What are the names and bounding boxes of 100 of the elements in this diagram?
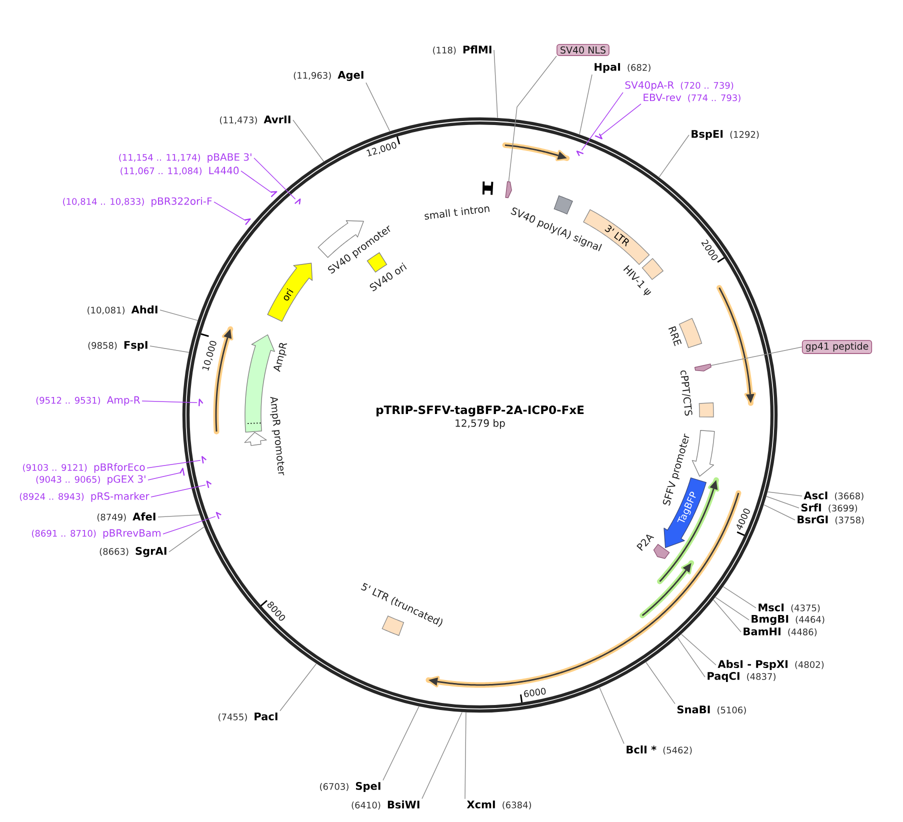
primer-label: (11,154 .. 11,174) pBABE 3' (119, 153, 252, 163)
tick-label: 10,000 (202, 340, 216, 371)
leader-line (766, 496, 800, 508)
enzyme-site-label: PaqCI (4837) (708, 672, 776, 682)
tick-label: 12,000 (366, 142, 396, 156)
leader-line (150, 346, 190, 353)
enzyme-site-label: BspEI (1292) (692, 130, 759, 140)
leader-line (160, 310, 198, 321)
enzyme-site-label: (8749) AfeI (97, 512, 156, 522)
primer-label: (10,814 .. 10,833) pBR322ori-F (63, 197, 212, 207)
enzyme-site-label: (118) PflMI (433, 45, 492, 55)
feature-block (653, 544, 670, 559)
leader-line (508, 56, 557, 182)
leader-line (148, 472, 182, 480)
enzyme-site-label: SrfI (3699) (801, 503, 858, 513)
primer-mark (244, 218, 251, 226)
feature-label: cPPT/CTS (680, 370, 692, 416)
plasmid-size: 12,579 bp (456, 419, 505, 429)
leader-line (162, 516, 216, 534)
leader-line (464, 712, 466, 800)
leader-line (646, 662, 676, 704)
leader-line (600, 104, 642, 136)
intron-symbol (482, 182, 494, 195)
leader-line (579, 74, 592, 135)
tick-label: 4000 (736, 508, 750, 530)
enzyme-site-label: HpaI (682) (594, 63, 650, 73)
leader-line (292, 120, 324, 162)
leader-line (280, 663, 317, 712)
leader-line (710, 346, 802, 366)
leader-line (677, 637, 706, 678)
enzyme-site-label: (10,081) AhdI (88, 305, 158, 315)
leader-line (767, 492, 802, 496)
leader-line (254, 158, 296, 200)
leader-line (142, 400, 198, 404)
primer-label: SV40pA-R (720 .. 739) (625, 81, 734, 91)
enzyme-site-label: (7455) PacI (218, 712, 278, 722)
enzyme-site-label: BamHI (4486) (744, 628, 817, 636)
primer-mark (202, 456, 207, 464)
primer-label: (8691 .. 8710) pBRrevBam (32, 529, 160, 539)
enzyme-site-label: MscI (4375) (758, 604, 820, 612)
primer-label: (9043 .. 9065) pGEX 3' (36, 475, 146, 485)
leader-line (658, 134, 690, 178)
leader-line (599, 687, 624, 744)
feature-block (505, 181, 512, 198)
feature-block: ori (267, 262, 313, 322)
primer-mark (206, 480, 212, 488)
enzyme-site-label: (11,963) AgeI (294, 71, 364, 81)
leader-line (366, 82, 390, 132)
enzyme-site-label: (9858) FspI (88, 341, 148, 351)
feature-box (554, 195, 573, 214)
primer-label: (8924 .. 8943) pRS-marker (20, 492, 150, 502)
enzyme-site-label: (11,473) AvrII (220, 116, 290, 124)
enzyme-site-label: XcmI (6384) (466, 800, 532, 810)
feature-label: AmpR (274, 343, 288, 372)
leader-line (722, 586, 756, 608)
leader-line (382, 706, 420, 781)
primer-mark (216, 512, 222, 520)
plasmid-name: pTRIP-SFFV-tagBFP-2A-ICP0-FxE (376, 405, 584, 416)
tick-label: 6000 (524, 688, 546, 698)
primer-mark (270, 191, 278, 198)
leader-line (764, 504, 796, 520)
enzyme-site-label: BclI * (5462) (626, 745, 692, 755)
feature-label: AmpR promoter (270, 396, 284, 476)
primer-label: (11,067 .. 11,084) L4440 (120, 166, 239, 176)
feature-tag: gp41 peptide (802, 340, 872, 354)
primer-mark (294, 198, 301, 204)
feature-block (244, 432, 267, 446)
feature-tag: SV40 NLS (556, 44, 610, 56)
feature-block (692, 430, 715, 477)
feature-label: small t intron (424, 206, 490, 220)
leader-line (581, 92, 624, 151)
feature-label: P2A (636, 534, 654, 551)
primer-label: (9512 .. 9531) Amp-R (36, 396, 140, 406)
leader-line (168, 526, 204, 552)
leader-line (715, 596, 750, 620)
leader-line (146, 460, 201, 468)
leader-line (713, 600, 742, 632)
primer-mark (198, 398, 204, 406)
feature-box (698, 402, 714, 418)
feature-block (694, 364, 712, 372)
primer-mark (576, 150, 584, 156)
primer-mark (594, 134, 602, 140)
leader-line (681, 634, 716, 666)
enzyme-site-label: AscI (3668) (804, 492, 864, 500)
enzyme-site-label: (8663) SgrAI (100, 546, 166, 557)
leader-line (158, 514, 200, 518)
primer-mark (180, 468, 185, 476)
enzyme-site-label: BmgBI (4464) (752, 615, 824, 625)
enzyme-site-label: (6410) BsiWI (352, 800, 420, 810)
leader-line (240, 170, 272, 194)
enzyme-site-label: AbsI - PspXI (4802) (718, 660, 824, 670)
enzyme-site-label: BsrGI (3758) (798, 516, 864, 524)
primer-label: EBV-rev (774 .. 793) (644, 94, 740, 102)
leader-line (494, 50, 498, 118)
feature-label: RRE (668, 326, 682, 346)
primer-label: (9103 .. 9121) pBRforEco (23, 463, 145, 473)
enzyme-site-label: (6703) SpeI (320, 782, 380, 792)
enzyme-site-label: SnaBI (5106) (677, 706, 746, 714)
leader-line (150, 484, 206, 498)
leader-line (422, 712, 462, 800)
